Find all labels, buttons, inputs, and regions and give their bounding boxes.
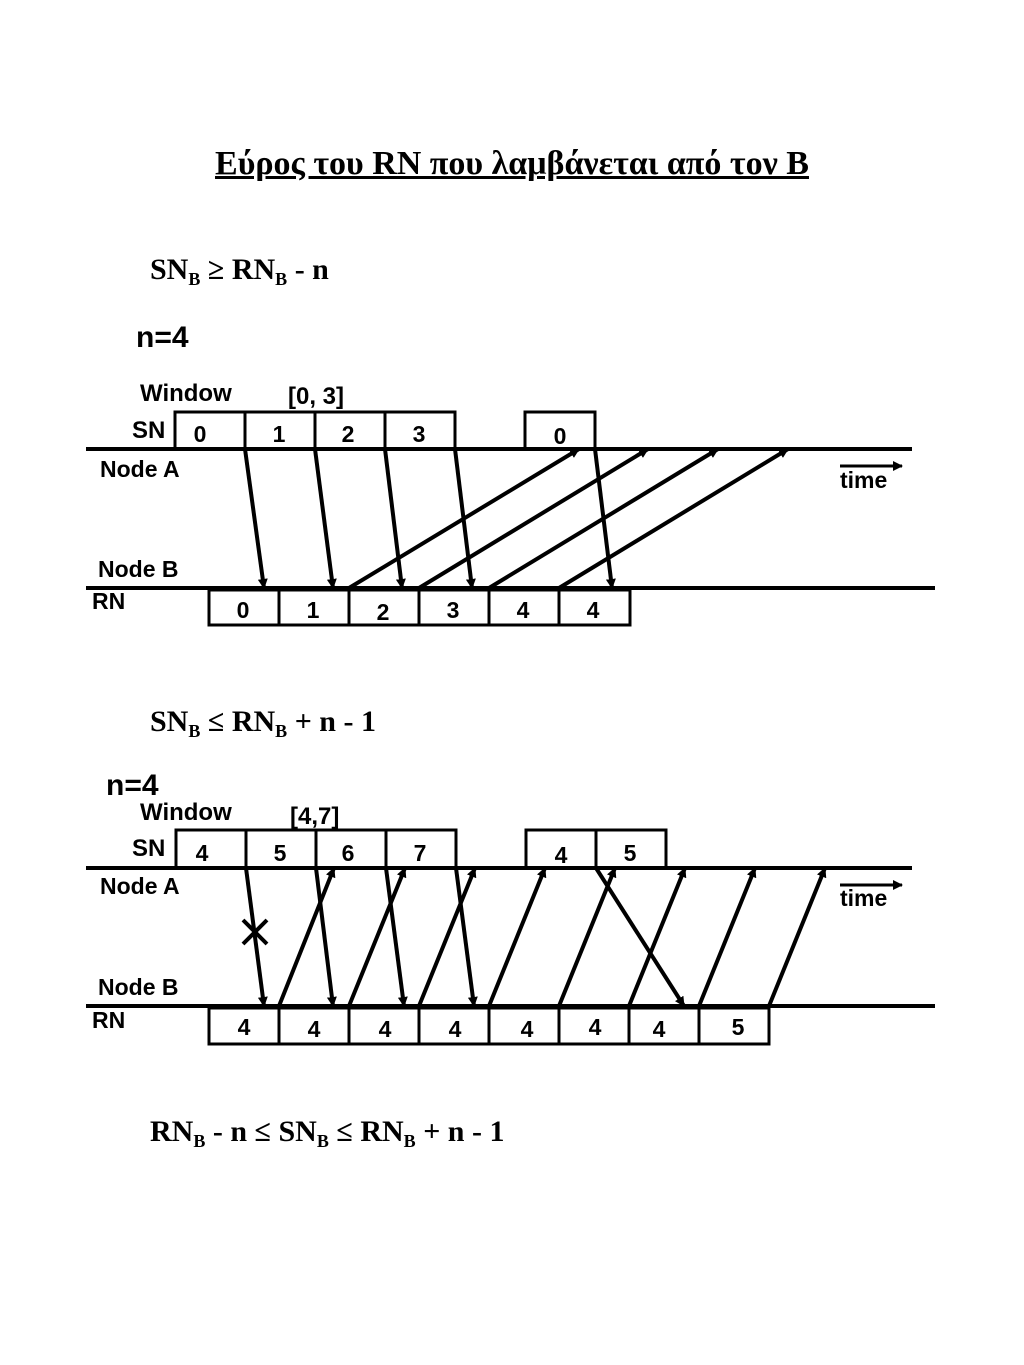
frame-arrow [454, 867, 478, 1007]
rn-value: 2 [377, 599, 390, 625]
ack-arrow [487, 867, 547, 1007]
formula-text: RN [150, 1115, 194, 1148]
sn-value: 7 [414, 840, 427, 866]
sn-value: 4 [555, 842, 568, 868]
sn-value: 0 [194, 421, 207, 447]
rn-value: 4 [379, 1016, 392, 1042]
frame-arrow [314, 867, 337, 1007]
rn-value: 4 [653, 1016, 666, 1042]
ack-arrow [697, 867, 757, 1007]
formula-text: SN [150, 705, 189, 738]
frame-arrow [313, 448, 337, 589]
sn-value: 4 [196, 840, 209, 866]
formula-subscript: B [403, 1131, 416, 1151]
formula-text: + n - 1 [415, 1115, 505, 1148]
formula-subscript: B [275, 721, 288, 741]
frame-arrow [594, 866, 686, 1008]
rn-label: RN [92, 588, 125, 614]
formula-text: - n ≤ SN [205, 1115, 317, 1148]
diagram-upper-bound: n=4 Window [4,7] SN Node A Node B RN tim… [86, 769, 935, 1046]
formula-upper-bound: SNB ≤ RNB + n - 1 [150, 705, 376, 742]
sn-box [173, 410, 247, 451]
rn-boxes: 0 1 2 3 4 4 [207, 588, 632, 627]
rn-value: 4 [449, 1016, 462, 1042]
formula-text: + n - 1 [287, 705, 376, 738]
sn-value: 5 [624, 840, 637, 866]
sn-label: SN [132, 835, 165, 862]
window-label: Window [140, 380, 232, 407]
node-b-label: Node B [98, 556, 179, 582]
message-arrows [244, 866, 827, 1008]
time-label: time [840, 467, 887, 493]
formula-text: ≤ RN [328, 1115, 404, 1148]
time-label: time [840, 885, 887, 911]
rn-value: 4 [589, 1014, 602, 1040]
sn-value: 3 [413, 421, 426, 447]
sn-box [383, 410, 457, 451]
rn-label: RN [92, 1007, 125, 1033]
ack-arrow [277, 867, 336, 1007]
sn-value: 1 [273, 421, 286, 447]
node-a-label: Node A [100, 456, 180, 482]
sn-value: 6 [342, 840, 355, 866]
rn-value: 1 [307, 597, 320, 623]
window-range: [4,7] [290, 803, 339, 830]
sn-box [594, 828, 668, 870]
sn-value: 0 [554, 423, 567, 449]
node-b-label: Node B [98, 974, 179, 1000]
formula-lower-bound: SNB ≥ RNB - n [150, 253, 329, 290]
formula-subscript: B [188, 269, 201, 289]
rn-box [697, 1006, 771, 1046]
sn-value: 5 [274, 840, 287, 866]
formula-subscript: B [188, 721, 201, 741]
ack-arrow [557, 867, 617, 1007]
sn-box [523, 410, 597, 451]
ack-arrow [347, 867, 407, 1007]
sn-label: SN [132, 417, 165, 444]
rn-box [557, 588, 632, 627]
rn-value: 4 [521, 1016, 534, 1042]
frame-arrow [243, 448, 268, 589]
ack-arrow [627, 867, 687, 1007]
ack-arrow [347, 447, 581, 590]
frame-arrow [384, 867, 408, 1007]
sn-box [384, 828, 458, 870]
rn-value: 4 [238, 1014, 251, 1040]
ack-arrow [767, 867, 827, 1007]
sn-boxes: 0 1 2 3 0 [173, 410, 597, 451]
formula-text: ≥ RN [200, 253, 276, 286]
formula-text: SN [150, 253, 189, 286]
ack-arrow [417, 447, 650, 590]
formula-subscript: B [316, 1131, 329, 1151]
n-label: n=4 [136, 321, 189, 354]
n-label: n=4 [106, 769, 159, 802]
rn-value: 3 [447, 597, 460, 623]
rn-boxes: 4 4 4 4 4 4 4 5 [207, 1006, 771, 1046]
rn-value: 4 [308, 1016, 321, 1042]
ack-arrow [417, 867, 477, 1007]
window-label: Window [140, 799, 232, 826]
formula-range: RNB - n ≤ SNB ≤ RNB + n - 1 [150, 1115, 504, 1152]
rn-value: 0 [237, 597, 250, 623]
sn-boxes: 4 5 6 7 4 5 [174, 828, 668, 870]
frame-arrow [383, 448, 406, 589]
sn-value: 2 [342, 421, 355, 447]
node-a-label: Node A [100, 873, 180, 899]
ack-arrow [557, 447, 790, 590]
rn-value: 4 [587, 597, 600, 623]
formula-subscript: B [193, 1131, 206, 1151]
formula-text: ≤ RN [200, 705, 276, 738]
diagram-lower-bound: n=4 Window [0, 3] SN Node A Node B RN ti… [86, 321, 935, 627]
lost-frame-marker [241, 918, 269, 946]
rn-value: 4 [517, 597, 530, 623]
formula-text: - n [287, 253, 329, 286]
message-arrows [243, 447, 790, 590]
formula-subscript: B [275, 269, 288, 289]
window-range: [0, 3] [288, 383, 344, 410]
ack-arrow [487, 447, 720, 590]
rn-value: 5 [732, 1014, 745, 1040]
sn-box [174, 828, 248, 870]
page-title: Εύρος του RN που λαμβάνεται από τον B [215, 145, 809, 182]
frame-arrow [244, 867, 268, 1007]
